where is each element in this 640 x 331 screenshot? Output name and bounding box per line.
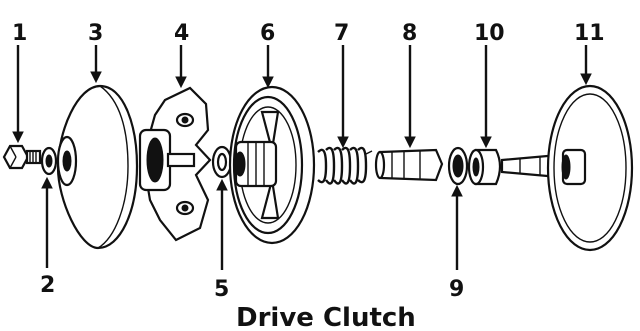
part-11-shaft-sheave (500, 84, 634, 252)
part-2-washer (40, 146, 58, 176)
part-1-bolt (2, 144, 42, 170)
part-3-fixed-sheave (56, 84, 139, 250)
label-8: 8 (402, 21, 417, 46)
part-7-spring (317, 146, 373, 185)
label-6: 6 (260, 21, 275, 46)
label-1: 1 (12, 21, 27, 46)
leader-arrows (12, 45, 592, 270)
label-9: 9 (449, 277, 464, 302)
label-2: 2 (40, 273, 55, 298)
label-11: 11 (574, 21, 605, 46)
part-4-spider (138, 86, 212, 242)
part-9-washer (447, 146, 469, 186)
label-7: 7 (334, 21, 349, 46)
diagram-title: Drive Clutch (236, 303, 416, 331)
part-8-bushing (374, 148, 444, 182)
part-10-bushing (467, 148, 502, 186)
label-10: 10 (474, 21, 505, 46)
label-3: 3 (88, 21, 103, 46)
part-5-washer (211, 145, 233, 179)
label-5: 5 (214, 277, 229, 302)
label-4: 4 (174, 21, 189, 46)
part-6-movable-sheave (228, 85, 316, 245)
